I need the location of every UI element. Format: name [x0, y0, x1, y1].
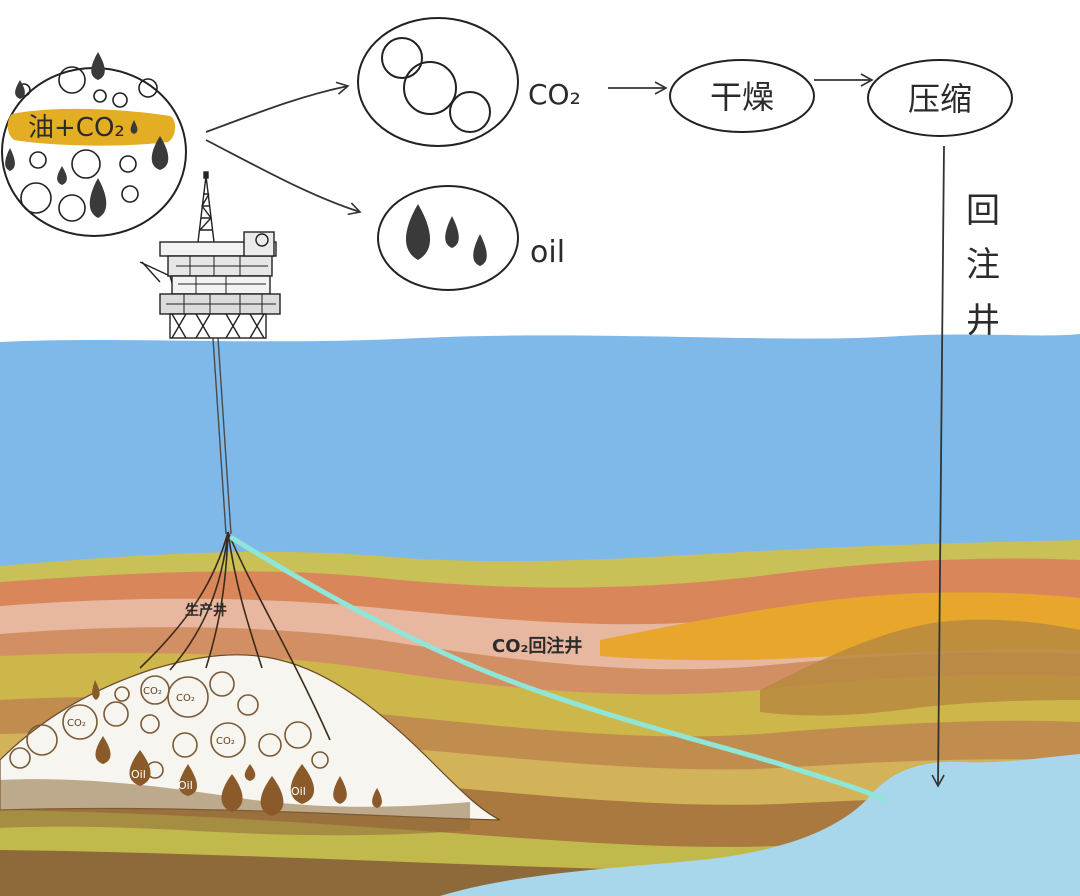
- production-well-label: 生产井: [185, 602, 227, 619]
- reinject-char-2: 注: [966, 245, 1000, 285]
- oil-label: oil: [530, 235, 565, 270]
- aquifer: [440, 754, 1080, 896]
- co2-label: CO₂: [528, 78, 581, 111]
- oil-drops-group: [405, 204, 487, 266]
- res-co2-1: CO₂: [143, 686, 162, 697]
- compress-label: 压缩: [908, 80, 972, 118]
- oil-circle: [377, 185, 519, 291]
- reservoir-oil-drops: [92, 680, 382, 816]
- reservoir-bubbles: [9, 671, 329, 779]
- mixture-circle: 油+CO₂: [1, 52, 187, 237]
- offshore-oil-platform-icon: [139, 171, 281, 339]
- res-oil-2: Oil: [178, 779, 193, 792]
- arrow-reinjection: [931, 145, 945, 788]
- reservoir-co2-labels: CO₂ CO₂ CO₂ CO₂: [67, 686, 235, 747]
- co2-circle: [357, 17, 519, 147]
- dry-label: 干燥: [710, 78, 774, 116]
- arrow-to-co2: [205, 81, 350, 133]
- riser-pipe: [212, 337, 232, 535]
- mixture-label: 油+CO₂: [28, 113, 125, 143]
- reinject-char-1: 回: [966, 191, 1000, 231]
- mixture-highlight: [7, 108, 176, 146]
- oil-drop-icon: [5, 52, 169, 218]
- res-co2-3: CO₂: [67, 718, 86, 729]
- res-oil-3: Oil: [291, 785, 306, 798]
- reservoir-oil-labels: Oil Oil Oil: [131, 768, 306, 798]
- dry-node: [669, 59, 815, 133]
- compress-node: [867, 59, 1013, 137]
- reinject-char-3: 井: [966, 301, 1000, 341]
- res-oil-1: Oil: [131, 768, 146, 781]
- gas-bubble-icon: [381, 37, 491, 133]
- arrow-to-oil: [205, 139, 362, 216]
- res-co2-4: CO₂: [216, 736, 235, 747]
- res-co2-2: CO₂: [176, 693, 195, 704]
- co2-injection-pipe: [229, 535, 887, 803]
- co2-reinjection-well-label: CO₂回注井: [492, 635, 582, 657]
- production-wells: [139, 531, 331, 741]
- sea: [0, 334, 1080, 620]
